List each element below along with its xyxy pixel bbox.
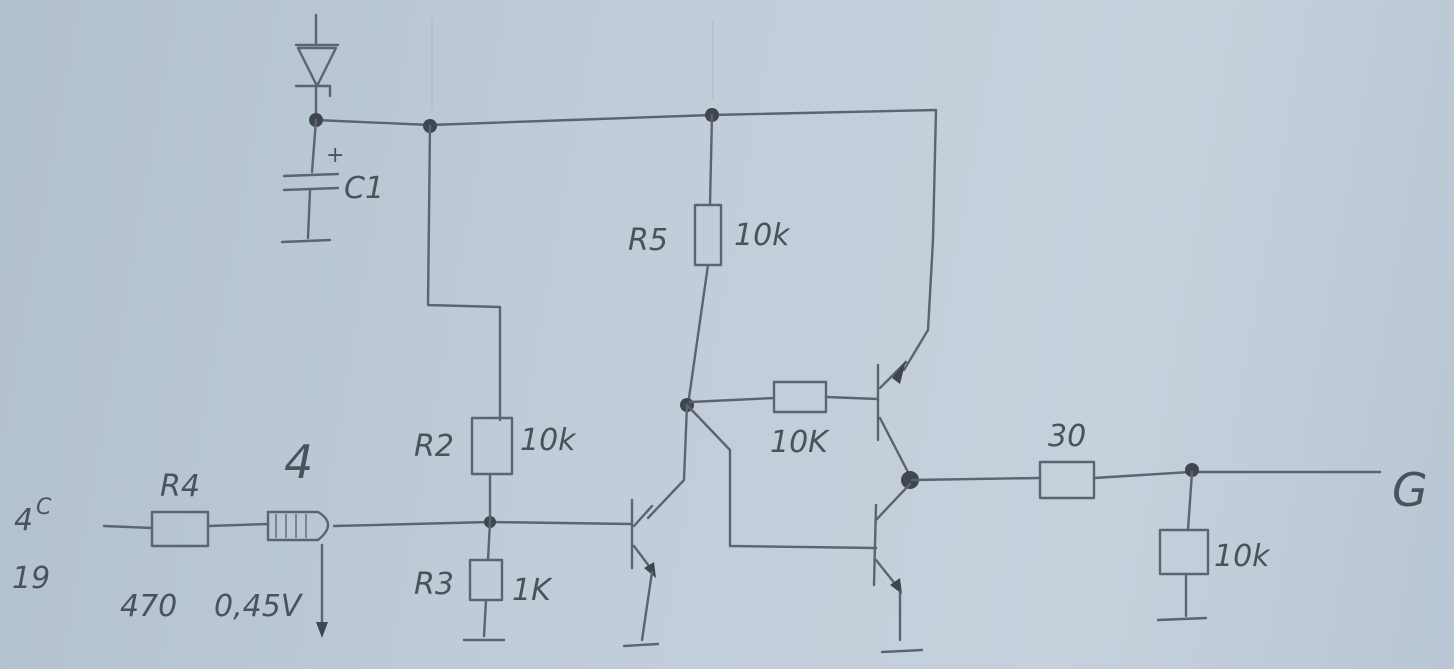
input-label-line1: 4 bbox=[14, 503, 33, 538]
led-element bbox=[266, 510, 330, 638]
r5-value-label: 10k bbox=[734, 218, 791, 253]
resistor-divider bbox=[1156, 470, 1210, 622]
ground-symbol bbox=[880, 648, 924, 654]
resistor-r4 bbox=[102, 510, 270, 548]
r3-label: R3 bbox=[414, 567, 454, 602]
top-rail-wire bbox=[314, 108, 938, 372]
r2-label: R2 bbox=[414, 429, 454, 464]
input-wire bbox=[332, 520, 634, 528]
r2-value-label: 10k bbox=[520, 423, 577, 458]
capacitor-c1 bbox=[282, 118, 340, 240]
r4-label: R4 bbox=[160, 469, 200, 504]
output-label: G bbox=[1392, 463, 1428, 517]
input-label-sup: C bbox=[36, 495, 52, 520]
r5-label: R5 bbox=[628, 223, 668, 258]
c1-plus-label: + bbox=[326, 143, 344, 168]
resistor-r3 bbox=[462, 520, 506, 642]
r2-feed-wire bbox=[426, 124, 502, 422]
lower-base-wire bbox=[685, 403, 878, 550]
r3-value-label: 1K bbox=[512, 573, 553, 608]
r4-value-label: 470 bbox=[120, 589, 177, 624]
transistor-lower bbox=[872, 482, 912, 642]
resistor-r5 bbox=[686, 113, 723, 407]
input-label-line2: 19 bbox=[12, 561, 50, 596]
collector-wire bbox=[646, 403, 689, 520]
resistor-output bbox=[910, 460, 1382, 500]
base-resistor-value-label: 10K bbox=[770, 425, 830, 460]
c1-label: C1 bbox=[344, 171, 384, 206]
resistor-r2 bbox=[470, 416, 514, 524]
ground-symbol bbox=[280, 238, 332, 244]
resistor-base bbox=[688, 380, 880, 414]
led-number-label: 4 bbox=[284, 435, 313, 489]
output-node bbox=[901, 471, 919, 489]
transistor-input bbox=[622, 498, 660, 648]
divider-value-label: 10k bbox=[1214, 539, 1271, 574]
junction-node bbox=[1185, 463, 1199, 477]
led-voltage-label: 0,45V bbox=[214, 589, 304, 624]
transistor-upper bbox=[876, 360, 912, 478]
diode-symbol bbox=[294, 13, 340, 120]
output-resistor-value-label: 30 bbox=[1048, 419, 1086, 454]
